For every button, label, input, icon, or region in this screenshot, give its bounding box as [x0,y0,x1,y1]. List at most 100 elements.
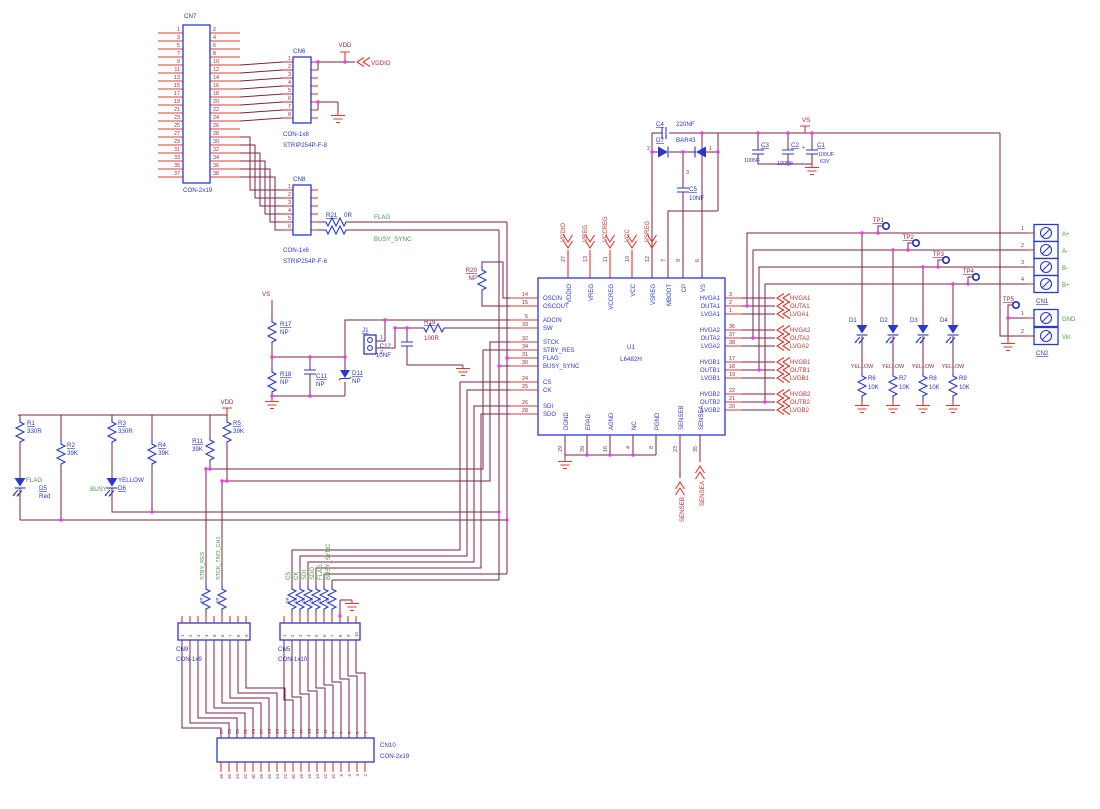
cn6-pin-number: 8 [288,112,291,118]
cn2-terminal-1[interactable] [1033,308,1059,328]
u1-pin-name: VDDIO [567,284,573,303]
resistor-designator: R8 [929,376,937,382]
cn6-pin-number: 2 [288,64,291,70]
u1-pin-name: SW [543,326,553,332]
diode-d7a[interactable] [658,146,668,158]
cn7-pin-number: 5 [177,43,180,49]
offpage-label: OUTA1 [790,304,810,310]
resistor-value: 10K [899,385,910,391]
cn10-pin-number: 11 [323,729,328,734]
cn5-pin-number: 2 [290,634,295,637]
cn8-pin-number: 4 [288,208,291,214]
u1-pin-number: 30 [522,360,528,366]
u1-pin-name: VREG [589,284,595,301]
c2-value: 100NF [777,161,794,167]
cn7-pin-number: 6 [213,43,216,49]
u1-pin-name: CK [543,388,551,394]
cn1-terminal-1[interactable] [1033,223,1059,243]
c4-designator: C4 [656,121,664,128]
cn5-pin-number: 4 [306,634,311,637]
cn1-pin-number: 4 [1021,277,1024,283]
r18-designator: R18 [280,371,292,378]
r17-value: NP [280,329,289,336]
cn10-connector-body[interactable] [216,737,375,763]
power-label-vdd: VDD [338,42,352,49]
cn7-pin-number: 22 [213,107,219,113]
u1-pin-number: 32 [522,336,528,342]
cn7-pin-number: 12 [213,67,219,73]
cn8-part: STRIP254P-F-6 [283,258,328,265]
cn1-terminal-2[interactable] [1033,240,1059,260]
cn1-terminal-3[interactable] [1033,257,1059,277]
offpage-label: HVGB2 [790,392,811,398]
c3-designator: C3 [761,142,769,149]
c3-value: 100NF [744,158,761,164]
c5-value: 10NF [689,195,704,202]
cn9-pin-number: 6 [220,634,225,637]
u1-pin-name: VSREG [651,284,657,305]
u1-pin-name: BUSY_SYNC [543,364,580,370]
cn7-pin-number: 36 [213,163,219,169]
cn6-connector-body[interactable] [292,56,312,124]
cn7-pin-number: 20 [213,99,219,105]
cn8-connector-body[interactable] [292,184,312,236]
u1-pin-number: 18 [729,364,735,370]
u1-pin-name: OUTB1 [700,368,721,374]
d11-designator: D11 [352,370,363,377]
resistor-value: 10K [929,385,940,391]
cn10-type: CON-2x19 [380,753,410,760]
cn9-connector-body[interactable] [177,622,251,641]
cn2-pin-number: 1 [1021,311,1024,317]
j1-jumper-body[interactable] [363,334,377,355]
d7-designator: D7 [656,137,664,144]
cn7-pin-number: 9 [177,59,180,65]
terminal-blocks [1033,223,1059,346]
cn7-pin-number: 30 [213,139,219,145]
cn7-pin-number: 11 [174,67,180,73]
cn2-terminal-2[interactable] [1033,326,1059,346]
d7-pin2: 2 [647,146,650,152]
c1-polarity: + [802,145,805,151]
u1-pin-name: AGND [609,412,615,430]
offpage-right-labels: HVGA1OUTA1LVGA1HVGA2OUTA2LVGA2HVGB1OUTB1… [790,296,811,414]
cn9-designator: CN9 [176,646,189,653]
u1-pin-name: OUTB2 [700,400,721,406]
c1-value: 100UF [818,152,835,158]
diode-d7b[interactable] [696,146,706,158]
u1-pin-number: 13 [583,256,589,262]
cn1-terminal-4[interactable] [1033,274,1059,294]
resistor-designator: R7 [899,376,907,382]
u1-pin-name: MBOOT [667,284,673,306]
r20-designator: R20 [466,267,478,274]
cn7-pin-number: 35 [174,163,180,169]
junction-dots [59,60,1010,618]
u1-top-stubs [567,250,633,278]
c1-voltage: 63V [820,159,830,165]
cn7-connector-body[interactable] [182,24,211,184]
r1-value: 330R [27,428,42,435]
led-value: YELLOW [912,364,935,370]
wires-chargepump-vs [651,132,1028,337]
cn7-pin-number: 34 [213,155,219,161]
u1-pin-number: 22 [729,388,735,394]
cn7-pin-number: 32 [213,147,219,153]
cn8-pin-number: 2 [288,192,291,198]
u1-ic-body[interactable] [537,277,726,436]
cn5-connector-body[interactable] [279,622,361,641]
u1-right-stubs [725,297,742,411]
tp3-label: TP3 [933,251,945,258]
cn6-pin-number: 6 [288,96,291,102]
c4-value: 220NF [676,121,695,128]
u1-pin-number: 31 [522,352,528,358]
u1-part: L6482H [620,356,642,363]
u1-pin-number: 28 [522,408,528,414]
wires-cn7-cn6 [239,61,284,122]
j1-pin2: 2 [380,350,383,356]
offpage-label: HVGA1 [790,296,811,302]
u1-pin-name: VCCREG [609,284,615,310]
